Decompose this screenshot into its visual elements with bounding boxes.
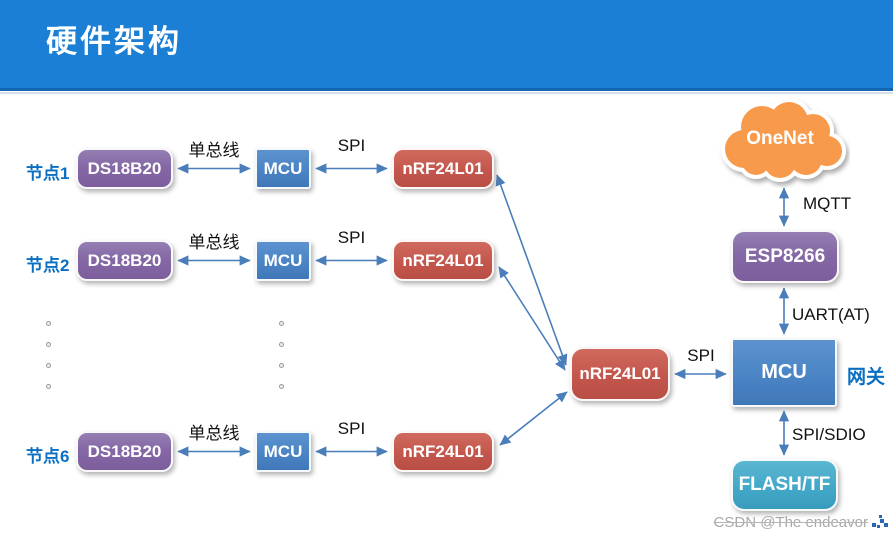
storage-box: FLASH/TF <box>731 459 838 511</box>
ellipsis-dot <box>279 384 284 389</box>
node-6-radio-box: nRF24L01 <box>392 431 494 472</box>
ellipsis-dot <box>46 342 51 347</box>
node-6-mcu-box: MCU <box>255 431 311 472</box>
cloud-service-label: OneNet <box>746 128 814 149</box>
node-2-spi-label: SPI <box>337 228 366 247</box>
ellipsis-dot <box>46 363 51 368</box>
ellipsis-dot <box>46 384 51 389</box>
page-title: 硬件架构 <box>46 24 182 59</box>
gateway-spi-label: SPI <box>687 346 715 365</box>
header-divider <box>0 92 893 94</box>
node-1-sensor-box: DS18B20 <box>76 148 173 189</box>
node-2-radio-box: nRF24L01 <box>392 240 494 281</box>
wifi-module-box: ESP8266 <box>731 230 839 283</box>
ellipsis-dot <box>279 321 284 326</box>
gateway-radio-box: nRF24L01 <box>570 347 670 401</box>
csdn-logo-icon <box>872 515 888 528</box>
gateway-role-label: 网关 <box>847 367 886 388</box>
node-1-mcu-box: MCU <box>255 148 311 189</box>
watermark-text: CSDN @The endeavor <box>713 513 868 531</box>
mqtt-label: MQTT <box>803 194 852 213</box>
gateway-mcu-box: MCU <box>731 338 837 407</box>
node-6-bus-label: 单总线 <box>188 424 240 443</box>
cloud-shape <box>721 98 846 182</box>
node-2-bus-label: 单总线 <box>188 233 240 252</box>
node-6-label: 节点6 <box>26 447 70 466</box>
ellipsis-dot <box>279 363 284 368</box>
node-6-sensor-box: DS18B20 <box>76 431 173 472</box>
node-1-bus-label: 单总线 <box>188 141 240 160</box>
slide-header <box>0 0 893 91</box>
watermark: CSDN @The endeavor <box>714 513 890 531</box>
node-1-label: 节点1 <box>26 164 70 183</box>
node-2-mcu-box: MCU <box>255 240 311 281</box>
node-2-label: 节点2 <box>26 256 70 275</box>
uart-label: UART(AT) <box>792 305 870 324</box>
storage-bus-label: SPI/SDIO <box>792 425 866 444</box>
node-2-sensor-box: DS18B20 <box>76 240 173 281</box>
node-1-radio-box: nRF24L01 <box>392 148 494 189</box>
node-6-spi-label: SPI <box>337 419 366 438</box>
ellipsis-dot <box>46 321 51 326</box>
ellipsis-dot <box>279 342 284 347</box>
node-1-spi-label: SPI <box>337 136 366 155</box>
